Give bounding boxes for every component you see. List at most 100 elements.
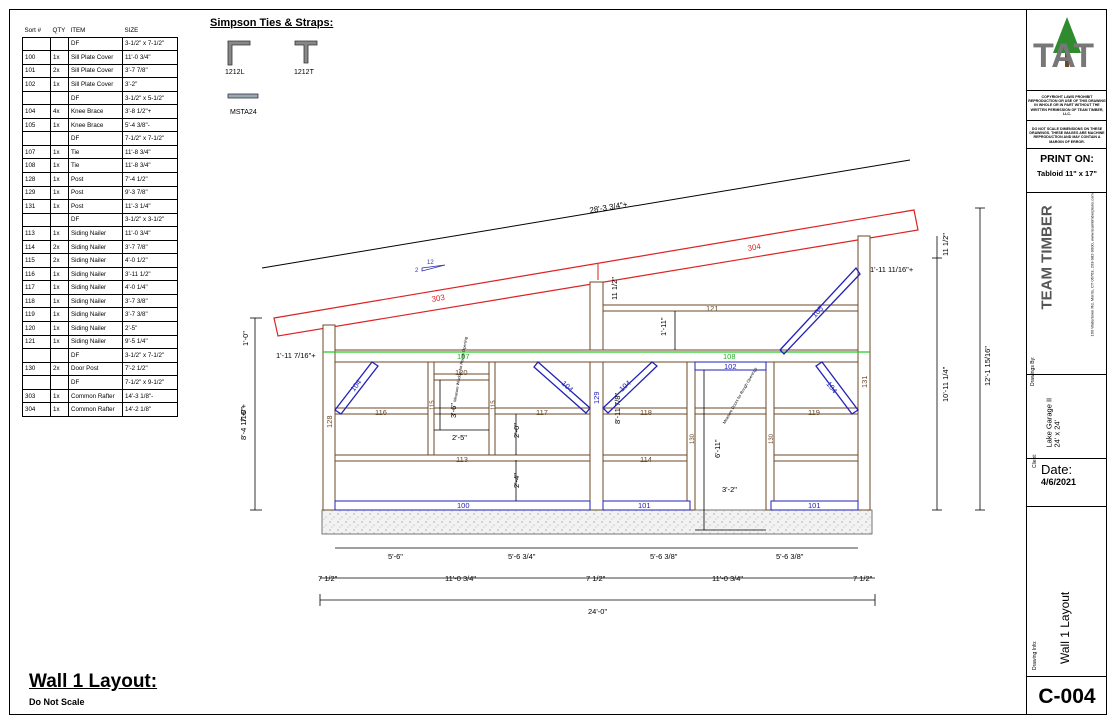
row-sort: 304: [22, 402, 51, 417]
client-size: 24' x 24': [1052, 420, 1062, 448]
knee-brace-104-c: [602, 361, 658, 414]
stud-115-right: [488, 361, 496, 456]
label-104-a: 104: [348, 378, 363, 393]
logo-cell: TAT: [1027, 9, 1107, 91]
dim-bay-2: 5'-6 3/4": [508, 552, 536, 561]
label-121: 121: [706, 304, 719, 313]
company-cell: TEAM TIMBER 160 Watertown Rd, Morris, CT…: [1027, 193, 1107, 386]
team-timber-logo: TAT: [1033, 17, 1094, 75]
col-size: SIZE: [122, 24, 178, 38]
label-129: 129: [592, 391, 601, 404]
row-item: Knee Brace: [68, 104, 123, 119]
strap-msta24-icon: [227, 93, 259, 99]
door-post-130-right: [765, 361, 775, 511]
drawing-info-label: Drawing Info:: [1032, 640, 1038, 670]
sill-100: [334, 500, 591, 511]
tie-107-108: [334, 349, 859, 363]
company-address: 160 Watertown Rd, Morris, CT 06763, 203-…: [1089, 193, 1095, 337]
bracket-1212t-icon: [294, 40, 318, 64]
row-size: 9'-3 7/8": [122, 185, 178, 201]
header-120: [433, 373, 490, 381]
row-sort: 101: [22, 63, 51, 79]
label-msta24: MSTA24: [230, 109, 257, 116]
label-118: 118: [640, 408, 652, 417]
dim-mid-top: 11 1/2": [610, 277, 619, 300]
row-size: 11'-8 3/4": [122, 144, 178, 160]
title-block: TAT COPYRIGHT LAWS PROHIBIT REPRODUCTION…: [1026, 9, 1107, 715]
dim-right-total: 12'-1 15/16": [983, 346, 992, 386]
dim-door-height: 6'-11": [713, 439, 722, 458]
row-item: Common Rafter: [68, 402, 123, 417]
label-107: 107: [457, 352, 470, 361]
post-128: [322, 324, 336, 511]
row-size: 3'-2": [122, 77, 178, 92]
label-130-right: 130: [769, 433, 775, 444]
sill-101-right: [770, 500, 859, 511]
label-128: 128: [325, 415, 334, 428]
dim-span-1: 7 1/2": [318, 574, 338, 583]
noscale-note: DO NOT SCALE DIMENSIONS ON THESE DRAWING…: [1027, 121, 1107, 149]
nailer-118-119: [602, 407, 859, 415]
label-1212t: 1212T: [294, 69, 314, 76]
dim-window-width: 2'-5": [452, 433, 467, 442]
row-size: 14'-2 1/8": [122, 402, 178, 417]
dim-right-inner: 10'-11 1/4": [941, 366, 950, 402]
dim-door-width: 3'-2": [722, 485, 737, 494]
dim-mid-post-height: 8'-11 7/8": [613, 393, 622, 424]
dim-bay-1: 5'-6": [388, 552, 403, 561]
knee-brace-104-d: [815, 361, 859, 415]
client-cell: Lake Garage II 24' x 24' Client:: [1027, 375, 1107, 468]
row-size: 3'-7 7/8": [122, 63, 178, 79]
knee-brace-105: [779, 266, 861, 355]
label-303: 303: [431, 293, 446, 304]
dim-span-2: 11'-0 3/4": [445, 574, 476, 583]
dim-right-offset: 1'-11 11/16"+: [870, 265, 914, 274]
door-post-130-left: [686, 361, 696, 511]
row-sort: 104: [22, 104, 51, 119]
label-117: 117: [536, 408, 548, 417]
tree-icon: [1053, 17, 1081, 53]
label-101-left: 101: [638, 501, 651, 510]
row-size: 3-1/2" x 5-1/2": [122, 90, 178, 106]
paper-size: Tabloid 11" x 17": [1037, 169, 1097, 178]
label-101-right: 101: [808, 501, 821, 510]
nailer-114-right: [770, 454, 859, 462]
sill-101-left: [602, 500, 691, 511]
nailer-116-117: [334, 407, 591, 415]
date-cell: Date: 4/6/2021: [1027, 459, 1107, 507]
dim-bay-4: 5'-6 3/8": [776, 552, 804, 561]
dim-rafter-length: 28'-3 3/4"+: [589, 200, 629, 215]
bracket-1212l-icon: [227, 40, 251, 66]
dim-left-height: 8'-4 1/16"+: [239, 403, 248, 440]
label-131: 131: [860, 375, 869, 388]
row-size: 3'-8 1/2"+: [122, 104, 178, 119]
sill-102: [694, 361, 767, 371]
stud-115-left: [427, 361, 435, 456]
dim-span-3: 7 1/2": [586, 574, 606, 583]
simpson-title: Simpson Ties & Straps:: [210, 17, 334, 29]
row-qty: 2x: [50, 63, 69, 79]
nailer-121: [602, 304, 859, 312]
dim-left-overhang: 1'-0": [241, 331, 250, 346]
knee-brace-104-a: [334, 361, 379, 415]
pitch-run: 2: [415, 268, 419, 274]
post-129: [589, 281, 604, 511]
date-label: Date:: [1041, 462, 1073, 477]
foundation: [321, 509, 873, 535]
drawing-info-cell: Wall 1 Layout Drawing Info:: [1027, 507, 1107, 677]
